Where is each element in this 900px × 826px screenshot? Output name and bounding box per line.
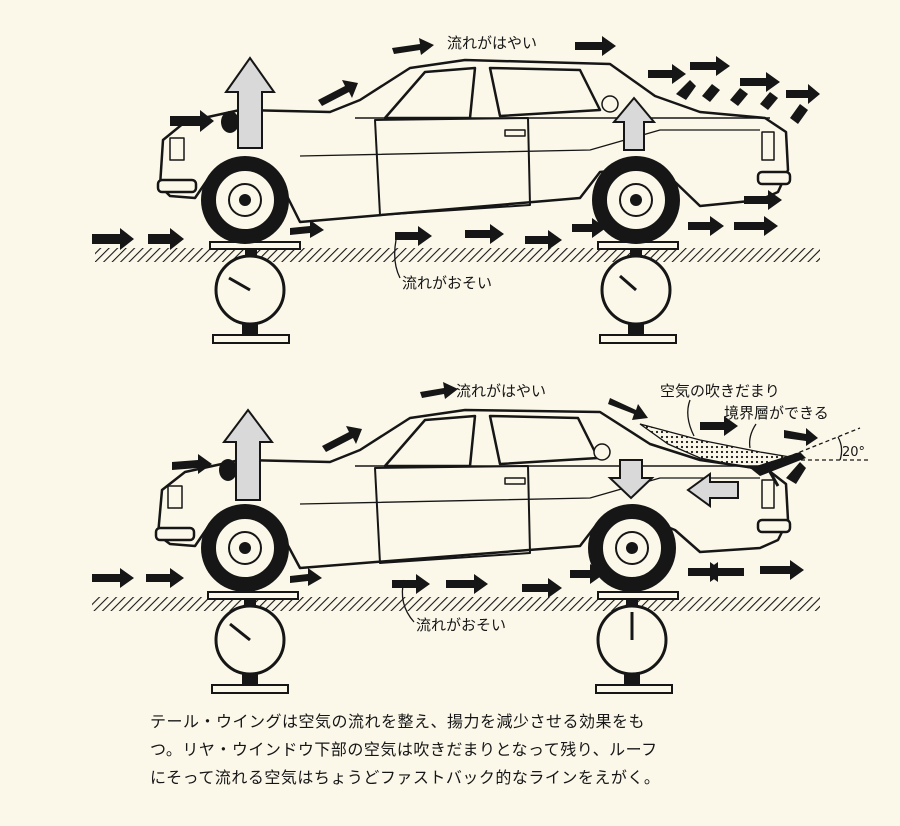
lift-arrow-front	[224, 56, 276, 149]
diagram-with-wing: 20° 流れがはやい 空気の吹きだまり 境界層ができる 流れがおそい	[92, 382, 870, 694]
label-slow-flow-bottom: 流れがおそい	[416, 616, 506, 634]
downforce-arrow-rear	[607, 459, 655, 500]
car-body	[154, 408, 792, 570]
airflow-arrows	[92, 36, 820, 250]
lift-arrow-front	[222, 408, 274, 501]
mirror	[221, 111, 239, 133]
mirror	[219, 459, 237, 481]
rear-wheel	[588, 504, 676, 592]
front-scale-needle	[229, 622, 251, 642]
diagram-without-wing: 流れがはやい 流れがおそい	[92, 34, 820, 344]
front-wheel	[201, 504, 289, 592]
front-wheel	[201, 156, 289, 244]
leader-boundary-layer	[748, 423, 757, 449]
caption: テール・ウイングは空気の流れを整え、揚力を減少させる効果をも つ。リヤ・ウインド…	[150, 708, 810, 792]
label-wing-angle: 20°	[842, 445, 865, 460]
caption-line: つ。リヤ・ウインドウ下部の空気は吹きだまりとなって残り、ルーフ	[150, 740, 658, 759]
rear-scale	[597, 241, 679, 344]
label-air-pocket: 空気の吹きだまり	[660, 382, 780, 400]
ground-strip	[95, 248, 820, 262]
caption-line: にそって流れる空気はちょうどファストバック的なラインをえがく。	[150, 768, 661, 787]
pressure-arrow-tail	[686, 472, 739, 508]
label-slow-flow-top: 流れがおそい	[402, 274, 492, 292]
leader-slow-bottom	[401, 579, 415, 623]
ground-strip	[92, 597, 820, 611]
airflow-arrows	[92, 382, 818, 598]
front-scale	[207, 591, 299, 694]
rear-scale	[595, 591, 679, 694]
front-scale-needle	[228, 276, 251, 292]
air-pocket-region	[639, 423, 797, 471]
caption-line: テール・ウイングは空気の流れを整え、揚力を減少させる効果をも	[150, 712, 646, 731]
leader-air-pocket	[687, 399, 695, 437]
label-boundary-layer: 境界層ができる	[724, 404, 829, 422]
wing-angle-guide	[779, 427, 870, 461]
leader-slow-top	[394, 239, 401, 279]
rear-wheel	[592, 156, 680, 244]
lift-arrow-rear	[611, 96, 657, 151]
rear-scale-needle	[619, 274, 637, 292]
label-fast-flow-top: 流れがはやい	[447, 34, 537, 52]
front-scale	[209, 241, 301, 344]
label-fast-flow-bottom: 流れがはやい	[456, 382, 546, 400]
